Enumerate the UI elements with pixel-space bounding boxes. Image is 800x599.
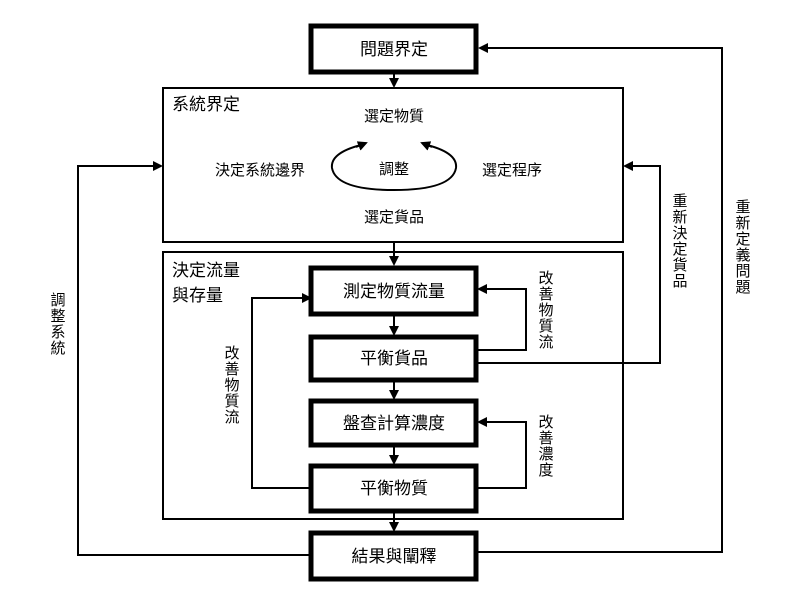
measure-flow-label: 測定物質流量 <box>343 282 445 302</box>
adjust-cycle-arc-left <box>330 143 395 191</box>
inventory-calc-box <box>308 398 479 448</box>
flow-panel-title-line1: 決定流量 <box>172 261 240 281</box>
vertical-label-char: 物 <box>224 376 239 394</box>
vertical-label-char: 調 <box>50 291 65 309</box>
vertical-label-char: 度 <box>538 461 553 479</box>
vertical-label-char: 善 <box>224 360 239 378</box>
vertical-label-char: 重 <box>735 198 750 216</box>
vertical-label-char: 統 <box>50 339 65 357</box>
vertical-label-char: 定 <box>672 240 687 258</box>
vertical-label-char: 問 <box>735 262 750 280</box>
system-panel-title: 系統界定 <box>172 95 240 115</box>
vertical-label-char: 善 <box>538 285 553 303</box>
vertical-label-char: 重 <box>672 192 687 210</box>
redefine-problem-line <box>476 43 723 553</box>
improve-flow-left-line <box>251 293 312 489</box>
select-process-label: 選定程序 <box>482 161 542 179</box>
vertical-label-char: 決 <box>672 224 687 242</box>
vertical-label-char: 改 <box>224 344 239 362</box>
vertical-label-char: 流 <box>538 333 553 351</box>
vertical-label-char: 系 <box>50 323 65 341</box>
inventory-calc-label: 盤查計算濃度 <box>343 414 445 434</box>
improve-concentration-line <box>476 417 527 489</box>
vertical-label-char: 善 <box>538 429 553 447</box>
adjust-arrowhead-left <box>355 141 368 151</box>
select-substance-label: 選定物質 <box>364 107 424 125</box>
problem-definition-label: 問題界定 <box>360 40 428 60</box>
vertical-label-char: 質 <box>538 317 553 335</box>
vertical-label-char: 流 <box>224 408 239 426</box>
vertical-label-char: 定 <box>735 230 750 248</box>
balance-goods-box <box>308 334 479 383</box>
vertical-label-char: 新 <box>735 214 750 232</box>
results-box <box>308 530 479 582</box>
improve-flow-right-line <box>476 284 527 351</box>
vertical-label-char: 改 <box>538 413 553 431</box>
vertical-label-char: 義 <box>735 246 750 264</box>
adjust-system-line <box>77 161 312 556</box>
vertical-label-char: 題 <box>735 278 750 296</box>
vertical-label-char: 物 <box>538 301 553 319</box>
adjust-cycle-arc-right <box>393 143 458 191</box>
adjust-label: 調整 <box>379 160 409 178</box>
vertical-label-char: 改 <box>538 269 553 287</box>
balance-goods-label: 平衡貨品 <box>360 349 428 369</box>
adjust-arrowhead-right <box>420 141 433 151</box>
measure-flow-box <box>308 265 479 317</box>
redecide-goods-line <box>476 161 661 364</box>
balance-substance-label: 平衡物質 <box>360 479 428 499</box>
flow-panel-title-line2: 與存量 <box>172 286 223 306</box>
vertical-label-char: 新 <box>672 208 687 226</box>
select-goods-label: 選定貨品 <box>364 208 424 226</box>
vertical-label-char: 貨 <box>672 256 687 274</box>
vertical-label-char: 濃 <box>538 445 553 463</box>
vertical-label-char: 質 <box>224 392 239 410</box>
decide-boundary-label: 決定系統邊界 <box>215 161 305 179</box>
problem-definition-box <box>308 23 479 75</box>
vertical-label-char: 整 <box>50 307 65 325</box>
results-label: 結果與闡釋 <box>352 547 437 567</box>
balance-substance-box <box>308 463 479 514</box>
vertical-label-char: 品 <box>672 272 687 290</box>
